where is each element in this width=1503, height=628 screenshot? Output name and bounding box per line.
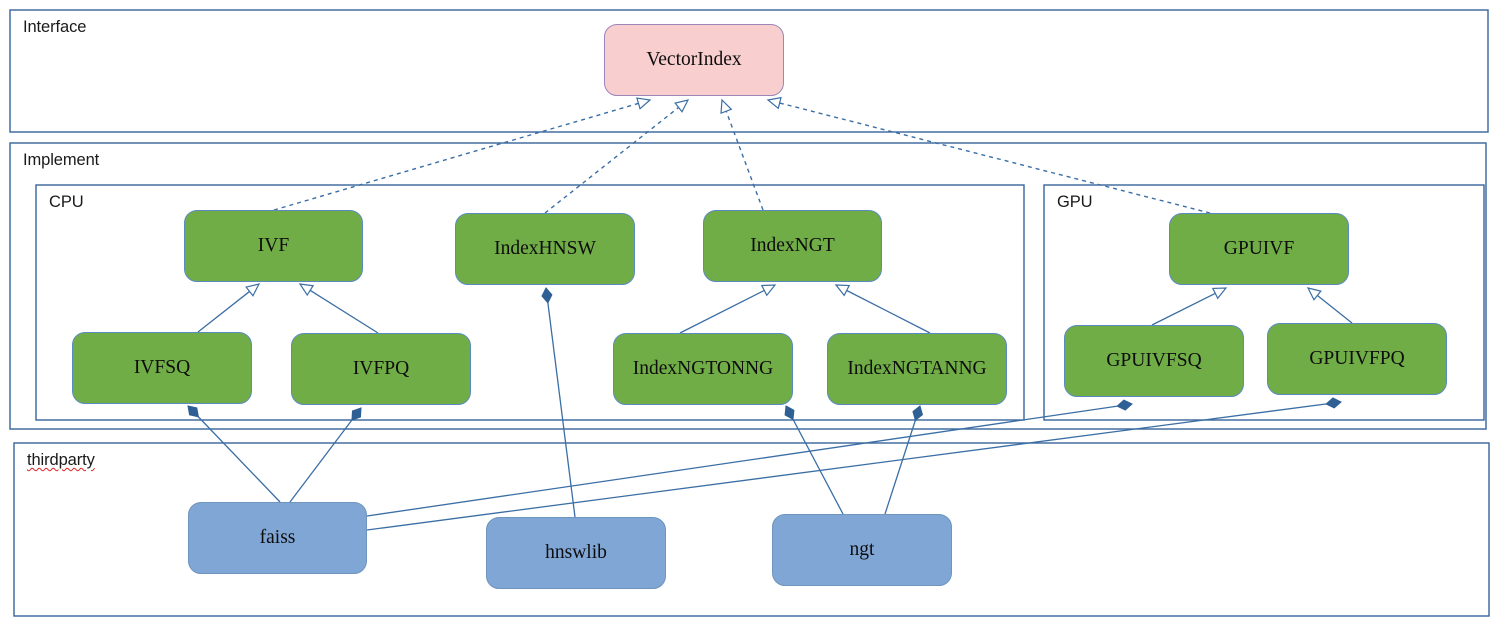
frame-label-cpu: CPU — [49, 193, 84, 211]
composition-diamond-faiss-ivfsq — [187, 405, 200, 418]
frame-label-implement: Implement — [23, 151, 100, 169]
frame-label-interface: Interface — [23, 18, 87, 36]
edge-gpuivf-to-vectorindex — [778, 102, 1211, 214]
class-node-label-indexhnsw: IndexHNSW — [494, 238, 596, 260]
class-node-ivfpq[interactable]: IVFPQ — [291, 333, 471, 405]
class-node-label-gpuivfpq: GPUIVFPQ — [1309, 348, 1405, 370]
inheritance-arrowhead-ivf-vectorindex — [636, 97, 652, 110]
edge-indexhnsw-to-vectorindex — [544, 106, 680, 214]
class-node-gpuivf[interactable]: GPUIVF — [1169, 213, 1349, 285]
class-node-label-indexngtonng: IndexNGTONNG — [632, 358, 774, 380]
class-node-gpuivfpq[interactable]: GPUIVFPQ — [1267, 323, 1447, 395]
inheritance-arrowhead-gpuivfsq-gpuivf — [1211, 287, 1228, 300]
edge-ivfsq-to-ivf — [197, 290, 251, 333]
class-node-vectorindex[interactable]: VectorIndex — [604, 24, 784, 96]
class-node-label-gpuivfsq: GPUIVFSQ — [1106, 350, 1202, 372]
edge-faiss-to-gpuivfpq — [366, 401, 1342, 531]
class-node-hnswlib[interactable]: hnswlib — [486, 517, 666, 589]
class-node-label-indexngt: IndexNGT — [750, 235, 835, 257]
edge-markers-group — [187, 96, 1342, 422]
inheritance-arrowhead-indexngt-vectorindex — [720, 98, 733, 115]
frames-group — [9, 9, 1490, 617]
edge-faiss-to-gpuivfsq — [366, 403, 1133, 517]
class-node-label-ivfsq: IVFSQ — [133, 357, 191, 379]
inheritance-arrowhead-gpuivfpq-gpuivf — [1306, 287, 1322, 301]
class-node-label-hnswlib: hnswlib — [545, 542, 607, 564]
edge-indexngtanng-to-indexngt — [845, 289, 931, 334]
class-node-indexngtanng[interactable]: IndexNGTANNG — [827, 333, 1007, 405]
class-node-label-ngt: ngt — [849, 539, 875, 561]
edge-gpuivfsq-to-gpuivf — [1151, 292, 1217, 326]
class-node-ivf[interactable]: IVF — [184, 210, 363, 282]
composition-diamond-faiss-gpuivfsq — [1116, 399, 1133, 411]
class-node-label-vectorindex: VectorIndex — [646, 49, 742, 71]
inheritance-arrowhead-indexhnsw-vectorindex — [674, 99, 690, 113]
class-node-indexngt[interactable]: IndexNGT — [703, 210, 882, 282]
frame-thirdparty — [13, 442, 1490, 617]
class-node-label-ivf: IVF — [257, 235, 290, 257]
edge-ngt-to-indexngtanng — [884, 405, 921, 515]
composition-diamond-faiss-gpuivfpq — [1325, 397, 1342, 409]
class-node-faiss[interactable]: faiss — [188, 502, 367, 574]
edge-indexngt-to-vectorindex — [725, 110, 764, 211]
edge-indexngtonng-to-indexngt — [679, 289, 766, 334]
edge-gpuivfpq-to-gpuivf — [1316, 294, 1353, 324]
frame-interface — [9, 9, 1489, 133]
composition-diamond-ngt-indexngtonng — [784, 405, 795, 421]
edge-ngt-to-indexngtonng — [785, 405, 844, 515]
edge-faiss-to-ivfsq — [187, 405, 281, 503]
inheritance-arrowhead-ivfsq-ivf — [245, 283, 261, 297]
composition-diamond-ngt-indexngtanng — [912, 405, 924, 422]
class-node-label-gpuivf: GPUIVF — [1223, 238, 1295, 260]
inheritance-arrowhead-indexngtanng-indexngt — [834, 284, 851, 297]
composition-diamond-faiss-ivfpq — [351, 407, 362, 421]
class-node-gpuivfsq[interactable]: GPUIVFSQ — [1064, 325, 1244, 397]
class-node-label-ivfpq: IVFPQ — [352, 358, 410, 380]
frame-label-thirdparty: thirdparty — [27, 451, 95, 469]
frame-cpu — [35, 184, 1025, 421]
inheritance-arrowhead-indexngtonng-indexngt — [760, 284, 777, 297]
edge-ivf-to-vectorindex — [273, 102, 640, 211]
edge-hnswlib-to-indexhnsw — [545, 287, 576, 518]
class-node-ngt[interactable]: ngt — [772, 514, 952, 586]
edges-group — [187, 102, 1353, 531]
frame-label-gpu: GPU — [1057, 193, 1093, 211]
frame-implement — [9, 142, 1487, 430]
class-node-label-faiss: faiss — [259, 527, 296, 549]
edge-ivfpq-to-ivf — [308, 289, 379, 334]
composition-diamond-hnswlib-indexhnsw — [541, 287, 553, 304]
class-node-indexhnsw[interactable]: IndexHNSW — [455, 213, 635, 285]
class-node-ivfsq[interactable]: IVFSQ — [72, 332, 252, 404]
frame-gpu — [1043, 184, 1485, 421]
edge-faiss-to-ivfpq — [289, 407, 362, 503]
inheritance-arrowhead-ivfpq-ivf — [298, 283, 315, 297]
inheritance-arrowhead-gpuivf-vectorindex — [766, 96, 782, 110]
class-node-indexngtonng[interactable]: IndexNGTONNG — [613, 333, 793, 405]
class-node-label-indexngtanng: IndexNGTANNG — [847, 358, 987, 380]
